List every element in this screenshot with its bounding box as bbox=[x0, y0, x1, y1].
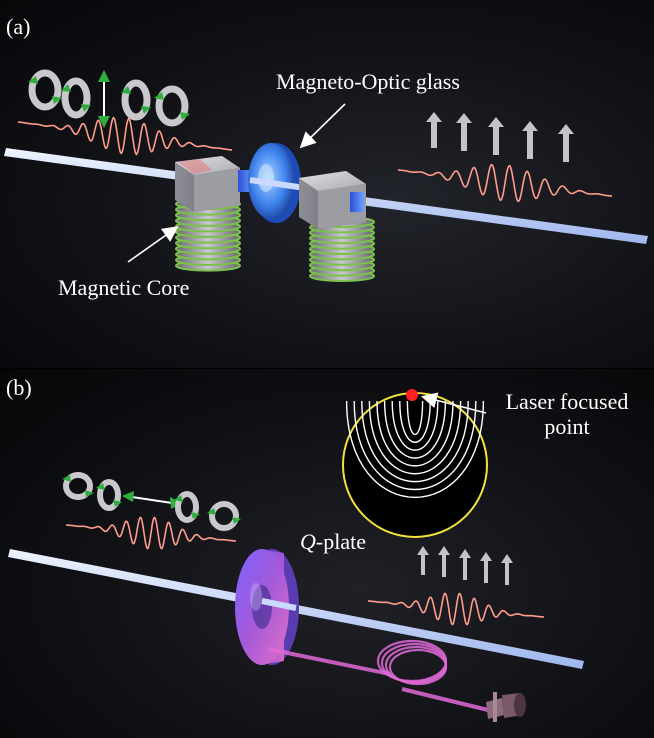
circular-polarization-icon bbox=[121, 79, 151, 121]
circular-polarization-icon bbox=[154, 85, 190, 127]
linear-polarization-arrow-icon bbox=[417, 546, 513, 585]
panel-a-illustration bbox=[4, 69, 648, 282]
pattern-contour bbox=[399, 400, 431, 443]
pattern-contour bbox=[361, 400, 469, 483]
q-plate-label-q: Q bbox=[300, 529, 316, 554]
linear-polarization-arrow-icon bbox=[122, 491, 182, 509]
fiber-coil-icon bbox=[376, 639, 448, 686]
linear-polarization-arrow-icon bbox=[426, 112, 574, 162]
output-wave-packet bbox=[368, 592, 544, 626]
laser-label-line1: Laser focused bbox=[505, 389, 629, 414]
panel-b-illustration bbox=[8, 389, 584, 722]
circular-polarization-icon bbox=[207, 501, 241, 531]
panel-b: (b) Laser focused point Q-plate bbox=[0, 369, 654, 738]
optical-fiber bbox=[267, 647, 391, 676]
linear-polarization-arrow-icon bbox=[98, 70, 110, 128]
fiber-connector-icon bbox=[486, 692, 526, 722]
pattern-contour bbox=[383, 400, 447, 459]
circular-polarization-icon bbox=[96, 479, 122, 511]
fiber-loop bbox=[388, 648, 448, 686]
output-wave-packet bbox=[397, 163, 613, 203]
pattern-contour bbox=[391, 400, 439, 451]
pattern-contour bbox=[353, 400, 477, 490]
pattern-contour bbox=[368, 400, 462, 475]
pattern-contour bbox=[406, 400, 424, 435]
circular-polarization-icon bbox=[174, 491, 200, 523]
laser-pattern-disc bbox=[342, 392, 488, 538]
laser-focused-point-label: Laser focused point bbox=[492, 389, 642, 439]
pattern-contour bbox=[345, 400, 485, 499]
electromagnet-icon bbox=[175, 156, 254, 272]
optical-fiber bbox=[401, 687, 489, 712]
q-plate-label: Q-plate bbox=[300, 529, 366, 554]
input-wave-packet bbox=[17, 116, 233, 156]
circular-polarization-icon bbox=[62, 472, 94, 500]
q-plate-label-suffix: -plate bbox=[315, 529, 366, 554]
input-wave-packet bbox=[66, 516, 236, 550]
panel-b-tag: (b) bbox=[6, 375, 32, 400]
laser-focused-point bbox=[406, 389, 418, 401]
panel-a: (a) Magneto-Optic glass Magnetic Core bbox=[0, 0, 654, 369]
magnetic-core-label: Magnetic Core bbox=[58, 275, 190, 300]
circular-polarization-icon bbox=[28, 69, 62, 111]
panel-a-tag: (a) bbox=[6, 14, 31, 39]
pattern-contour bbox=[376, 400, 454, 467]
q-plate-icon bbox=[235, 549, 299, 665]
circular-polarization-icon bbox=[61, 77, 91, 119]
laser-label-line2: point bbox=[544, 414, 590, 439]
magneto-optic-glass-label: Magneto-Optic glass bbox=[276, 69, 460, 94]
electromagnet-icon bbox=[299, 171, 375, 282]
